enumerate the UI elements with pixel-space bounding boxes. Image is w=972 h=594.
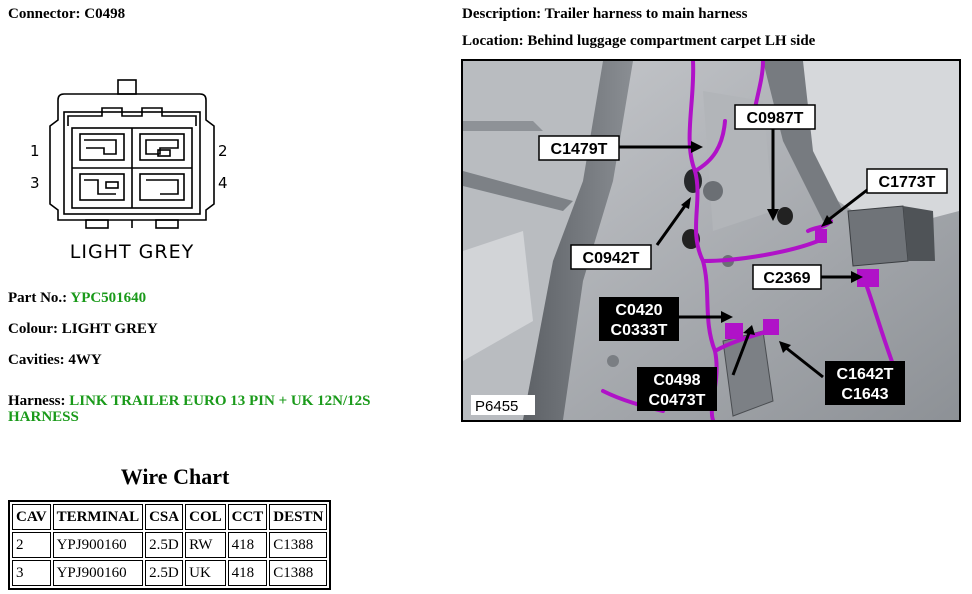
col-header-cav: CAV <box>12 504 51 530</box>
connector-line: Connector: C0498 <box>8 6 125 23</box>
photo-ref: P6455 <box>475 398 518 415</box>
cell-cct: 418 <box>227 560 268 586</box>
cell-destn: C1388 <box>269 532 328 558</box>
callout-c0473t: C0473T <box>649 392 706 409</box>
photo-ref-box <box>471 395 535 415</box>
location-photo: C1479T C0987T C1773T C0942T C2369 C0420 … <box>461 59 961 422</box>
connector-face-diagram: 1 2 3 4 LIGHT GREY <box>30 79 228 263</box>
pin-2-label: 2 <box>218 142 228 160</box>
callout-c0498-box <box>637 367 717 411</box>
location-value: Behind luggage compartment carpet LH sid… <box>527 33 816 49</box>
cell-destn: C1388 <box>269 560 328 586</box>
location-line: Location: Behind luggage compartment car… <box>462 33 815 50</box>
pin-1-label: 1 <box>30 142 40 160</box>
callout-c2369-box <box>752 264 822 290</box>
connector-id: C0498 <box>84 6 126 22</box>
pin-4-label: 4 <box>218 174 228 192</box>
diagram-colour-text: LIGHT GREY <box>70 241 194 263</box>
table-row: 3 YPJ900160 2.5D UK 418 C1388 <box>12 560 328 586</box>
callout-c0987t: C0987T <box>747 110 804 127</box>
connector-label: Connector: <box>8 6 81 22</box>
cell-col: RW <box>185 532 226 558</box>
callout-c1773t: C1773T <box>879 174 936 191</box>
part-no-label: Part No.: <box>8 290 68 306</box>
callout-c1643: C1643 <box>841 386 888 403</box>
colour-line: Colour: LIGHT GREY <box>8 321 158 338</box>
location-illustration: C1479T C0987T C1773T C0942T C2369 C0420 … <box>463 61 959 420</box>
col-header-csa: CSA <box>145 504 184 530</box>
callout-c0987t-box <box>734 104 816 130</box>
callout-c0498: C0498 <box>653 372 700 389</box>
cell-terminal: YPJ900160 <box>52 532 144 558</box>
col-header-cct: CCT <box>227 504 268 530</box>
callout-c2369: C2369 <box>763 270 810 287</box>
description-label: Description: <box>462 6 542 22</box>
callout-c0420: C0420 <box>615 302 662 319</box>
cell-csa: 2.5D <box>145 532 184 558</box>
col-header-col: COL <box>185 504 226 530</box>
pin-3-label: 3 <box>30 174 40 192</box>
cavities-value: 4WY <box>68 352 102 368</box>
callout-c1479t-box <box>538 135 620 161</box>
callout-c0333t: C0333T <box>611 322 668 339</box>
callout-c1642t-box <box>825 361 905 405</box>
callout-c0942t: C0942T <box>583 250 640 267</box>
col-header-destn: DESTN <box>269 504 328 530</box>
col-header-terminal: TERMINAL <box>52 504 144 530</box>
callout-c1642t: C1642T <box>837 366 894 383</box>
colour-label: Colour: <box>8 321 58 337</box>
callout-c1773t-box <box>866 168 948 194</box>
wire-chart-table: CAV TERMINAL CSA COL CCT DESTN 2 YPJ9001… <box>8 500 332 590</box>
table-row: 2 YPJ900160 2.5D RW 418 C1388 <box>12 532 328 558</box>
cell-cav: 2 <box>12 532 51 558</box>
cell-cav: 3 <box>12 560 51 586</box>
part-no-value: YPC501640 <box>70 290 147 306</box>
harness-label: Harness: <box>8 393 66 409</box>
cavities-label: Cavities: <box>8 352 65 368</box>
description-line: Description: Trailer harness to main har… <box>462 6 747 23</box>
part-no-line: Part No.: YPC501640 <box>8 290 146 307</box>
harness-value-2: HARNESS <box>8 409 79 425</box>
harness-line: Harness: LINK TRAILER EURO 13 PIN + UK 1… <box>8 393 370 425</box>
cell-terminal: YPJ900160 <box>52 560 144 586</box>
description-value: Trailer harness to main harness <box>544 6 748 22</box>
cavities-line: Cavities: 4WY <box>8 352 102 369</box>
cell-csa: 2.5D <box>145 560 184 586</box>
colour-value: LIGHT GREY <box>61 321 158 337</box>
callout-c0420-box <box>599 297 679 341</box>
wire-chart-title: Wire Chart <box>120 464 230 489</box>
wire-chart-header-row: CAV TERMINAL CSA COL CCT DESTN <box>12 504 328 530</box>
location-label: Location: <box>462 33 524 49</box>
cell-col: UK <box>185 560 226 586</box>
harness-value-1: LINK TRAILER EURO 13 PIN + UK 12N/12S <box>69 393 371 409</box>
cell-cct: 418 <box>227 532 268 558</box>
callout-c0942t-box <box>570 244 652 270</box>
callout-c1479t: C1479T <box>551 141 608 158</box>
